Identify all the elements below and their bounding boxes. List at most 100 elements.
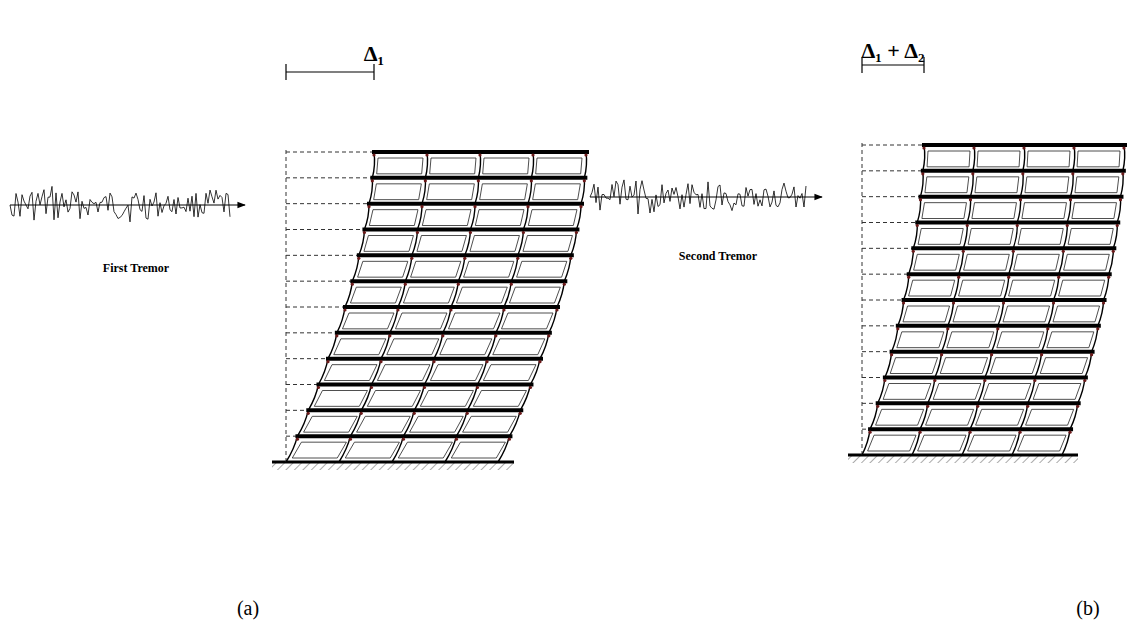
hinge: [478, 153, 481, 156]
panel: [367, 391, 420, 407]
hinge: [1069, 198, 1072, 201]
panel: [1025, 177, 1069, 193]
hinge: [1021, 172, 1024, 175]
panel: [430, 365, 483, 381]
hinge: [432, 360, 435, 363]
hinge: [371, 179, 374, 182]
hinge: [526, 205, 529, 208]
hinge: [530, 179, 533, 182]
hinge: [379, 360, 382, 363]
column: [923, 145, 925, 171]
panel: [918, 229, 963, 245]
column: [1023, 145, 1025, 171]
hinge: [1019, 198, 1022, 201]
floor-slab: [922, 143, 1127, 147]
panel: [927, 151, 970, 167]
panel: [357, 416, 411, 432]
dimension-line: [862, 64, 924, 65]
panel: [334, 339, 386, 355]
hinge: [455, 438, 458, 441]
panel: [1018, 435, 1066, 451]
hinge: [1022, 146, 1025, 149]
panel: [369, 210, 418, 226]
hinge: [404, 283, 407, 286]
hinge: [1016, 224, 1019, 227]
hinge: [962, 250, 965, 253]
panel: [947, 332, 994, 348]
hinge: [921, 172, 924, 175]
hinge: [510, 283, 513, 286]
hinge: [476, 386, 479, 389]
panel: [997, 332, 1044, 348]
hinge: [441, 334, 444, 337]
hinge: [1046, 327, 1049, 330]
hinge: [902, 301, 905, 304]
panel: [314, 391, 367, 407]
panel: [903, 306, 950, 322]
subfigure-label: (b): [1076, 597, 1099, 619]
panel: [868, 435, 916, 451]
hinge: [388, 334, 391, 337]
panel: [483, 158, 529, 174]
panel: [922, 203, 967, 219]
displacement-label: Δ₁ + Δ₂: [861, 39, 924, 63]
hinge: [502, 308, 505, 311]
hinge: [1071, 172, 1074, 175]
panel: [493, 339, 545, 355]
hinge: [1052, 301, 1055, 304]
panel: [1072, 203, 1117, 219]
floor-slab: [372, 150, 589, 154]
hinge: [1112, 250, 1115, 253]
hinge: [335, 334, 338, 337]
hinge: [360, 412, 363, 415]
hinge: [907, 276, 910, 279]
panel: [1026, 409, 1074, 425]
column: [520, 385, 530, 411]
hinge: [933, 379, 936, 382]
hinge: [584, 153, 587, 156]
hinge: [519, 412, 522, 415]
hinge: [1102, 301, 1105, 304]
hinge: [494, 334, 497, 337]
panel: [345, 442, 399, 458]
panel: [897, 332, 944, 348]
column: [509, 410, 520, 436]
tremor-label: Second Tremor: [679, 250, 757, 263]
hinge: [1007, 276, 1010, 279]
hinge: [457, 283, 460, 286]
hinge: [971, 172, 974, 175]
hinge: [473, 205, 476, 208]
dimension-tick: [373, 64, 374, 80]
hinge: [522, 231, 525, 234]
hinge: [1033, 379, 1036, 382]
panel: [1047, 332, 1094, 348]
hinge: [1002, 301, 1005, 304]
hinge: [367, 205, 370, 208]
panel: [968, 229, 1013, 245]
hinge: [990, 353, 993, 356]
dashed-stub: [862, 248, 913, 249]
panel: [377, 365, 430, 381]
hinge: [896, 327, 899, 330]
hinge: [919, 198, 922, 201]
hinge: [926, 405, 929, 408]
ground-hatch: [848, 456, 1078, 463]
ground-hatch: [272, 463, 514, 470]
dashed-stub: [862, 196, 920, 197]
original-position: [862, 145, 924, 146]
panel: [1009, 280, 1055, 296]
hinge: [363, 231, 366, 234]
panel: [350, 287, 401, 303]
hinge: [485, 360, 488, 363]
hinge: [416, 231, 419, 234]
panel: [473, 391, 526, 407]
displacement-label: Δ₁: [364, 42, 384, 66]
column: [1073, 145, 1075, 171]
hinge: [326, 360, 329, 363]
hinge: [516, 257, 519, 260]
hinge: [579, 205, 582, 208]
panel: [304, 416, 358, 432]
dashed-stub: [286, 255, 359, 256]
panel: [528, 210, 577, 226]
